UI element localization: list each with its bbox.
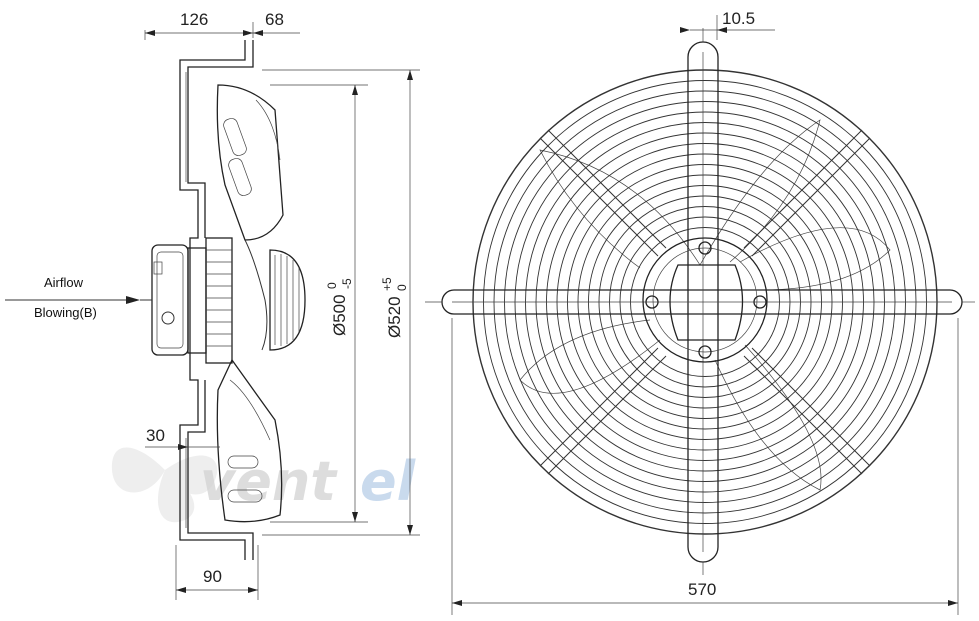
dim-10-5: 10.5 bbox=[722, 9, 755, 28]
airflow-label: Airflow bbox=[44, 275, 84, 290]
motor-flange bbox=[187, 247, 207, 354]
front-view bbox=[425, 28, 975, 575]
terminal-box bbox=[151, 244, 189, 356]
mounting-bolt-left-icon bbox=[645, 295, 659, 309]
dim-520: Ø520 +5 0 bbox=[380, 277, 409, 338]
mounting-bolt-bottom-icon bbox=[698, 345, 712, 359]
dim-90: 90 bbox=[203, 567, 222, 586]
mounting-bolt-right-icon bbox=[753, 295, 767, 309]
guard-spokes bbox=[539, 129, 871, 475]
fan-blade-upper bbox=[216, 84, 284, 241]
watermark: vent el bbox=[111, 447, 417, 523]
front-view-dimensions: 10.5 570 bbox=[451, 9, 959, 615]
dim-570: 570 bbox=[688, 580, 716, 599]
svg-text:0: 0 bbox=[395, 284, 409, 291]
housing-bracket bbox=[179, 40, 254, 560]
dim-30: 30 bbox=[146, 426, 165, 445]
svg-text:+5: +5 bbox=[380, 277, 394, 291]
dim-500: Ø500 0 -5 bbox=[325, 278, 354, 336]
motor-cap bbox=[269, 249, 306, 351]
svg-text:0: 0 bbox=[325, 282, 339, 289]
side-view-dimensions: 126 68 30 90 Ø500 0 -5 bbox=[144, 10, 420, 600]
dim-126: 126 bbox=[180, 10, 208, 29]
watermark-text-light: el bbox=[360, 450, 417, 513]
dim-68: 68 bbox=[265, 10, 284, 29]
svg-text:-5: -5 bbox=[340, 278, 354, 289]
fan-blade-lower bbox=[216, 358, 283, 523]
rotor-hub bbox=[205, 237, 233, 364]
blowing-label: Blowing(B) bbox=[34, 305, 97, 320]
svg-text:Ø520: Ø520 bbox=[385, 296, 404, 338]
side-view: Airflow Blowing(B) bbox=[5, 40, 306, 560]
motor-hub-front bbox=[642, 237, 768, 363]
svg-text:Ø500: Ø500 bbox=[330, 294, 349, 336]
mounting-bolt-top-icon bbox=[698, 241, 712, 255]
fan-blades-front bbox=[519, 119, 891, 491]
watermark-fan-logo-icon bbox=[111, 447, 218, 523]
